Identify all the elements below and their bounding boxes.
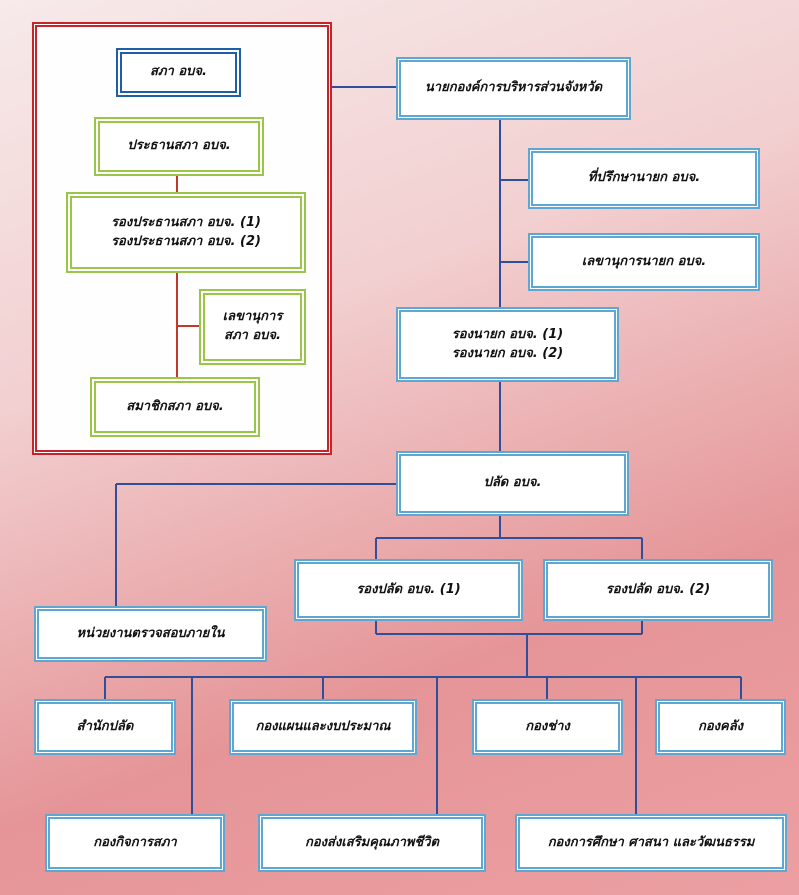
council-members-box: สมาชิกสภา อบจ. (90, 377, 260, 437)
deputy-ps-1-box: รองปลัด อบจ. (1) (294, 559, 523, 621)
division-engineering-box: กองช่าง (472, 699, 623, 755)
deputy-ps-1-label: รองปลัด อบจ. (1) (356, 581, 461, 597)
deputy-mayor-box: รองนายก อบจ. (1) รองนายก อบจ. (2) (396, 307, 619, 382)
division-office-ps-box: สำนักปลัด (34, 699, 176, 755)
division-council-affairs-box: กองกิจการสภา (45, 814, 225, 872)
internal-audit-label: หน่วยงานตรวจสอบภายใน (76, 625, 225, 641)
mayor-secretary-box: เลขานุการนายก อบจ. (528, 233, 760, 291)
division-plan-budget-box: กองแผนและงบประมาณ (229, 699, 417, 755)
division-education: กองการศึกษา ศาสนา และวัฒนธรรม (547, 834, 755, 850)
deputy-mayor-2: รองนายก อบจ. (2) (451, 345, 564, 361)
vice-chairman-2: รองประธานสภา อบจ. (2) (111, 233, 261, 249)
advisor-label: ที่ปรึกษานายก อบจ. (587, 170, 701, 186)
mayor-label: นายกองค์การบริหารส่วนจังหวัด (424, 80, 603, 96)
division-engineering: กองช่าง (525, 718, 570, 734)
council-vice-chairman-box: รองประธานสภา อบจ. (1) รองประธานสภา อบจ. … (66, 192, 306, 273)
deputy-mayor-1: รองนายก อบจ. (1) (451, 326, 564, 342)
council-secretary-line1: เลขานุการ (222, 309, 283, 325)
deputy-ps-2-label: รองปลัด อบจ. (2) (605, 581, 711, 597)
permanent-secretary-label: ปลัด อบจ. (483, 475, 542, 491)
council-title-box: สภา อบจ. (116, 48, 241, 97)
deputy-ps-2-box: รองปลัด อบจ. (2) (543, 559, 773, 621)
council-secretary-line2: สภา อบจ. (224, 328, 281, 343)
division-plan-budget: กองแผนและงบประมาณ (255, 718, 391, 734)
division-education-box: กองการศึกษา ศาสนา และวัฒนธรรม (515, 814, 787, 872)
division-office-ps: สำนักปลัด (76, 718, 134, 734)
division-finance: กองคลัง (697, 718, 744, 734)
advisor-box: ที่ปรึกษานายก อบจ. (528, 148, 760, 209)
division-quality-life-box: กองส่งเสริมคุณภาพชีวิต (258, 814, 486, 872)
division-quality-life: กองส่งเสริมคุณภาพชีวิต (305, 834, 439, 850)
council-members: สมาชิกสภา อบจ. (126, 398, 224, 414)
council-chairman: ประธานสภา อบจ. (127, 138, 231, 154)
vice-chairman-1: รองประธานสภา อบจ. (1) (111, 214, 261, 230)
council-secretary-box: เลขานุการ สภา อบจ. (199, 289, 306, 365)
mayor-secretary-label: เลขานุการนายก อบจ. (581, 253, 707, 269)
internal-audit-box: หน่วยงานตรวจสอบภายใน (34, 606, 267, 662)
division-finance-box: กองคลัง (655, 699, 786, 755)
council-chairman-box: ประธานสภา อบจ. (94, 117, 264, 176)
permanent-secretary-box: ปลัด อบจ. (396, 451, 629, 516)
mayor-box: นายกองค์การบริหารส่วนจังหวัด (396, 57, 631, 120)
council-title: สภา อบจ. (150, 64, 207, 80)
division-council-affairs: กองกิจการสภา (93, 834, 177, 850)
